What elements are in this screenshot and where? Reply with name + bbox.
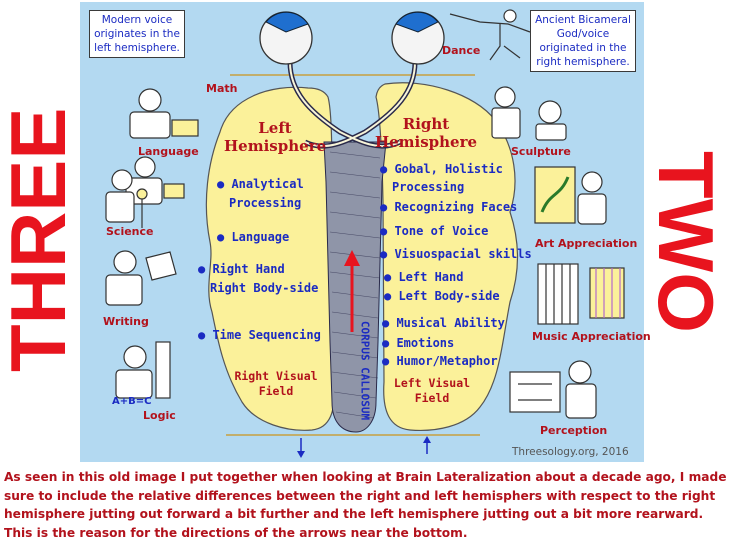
science-figure-icon [105,169,148,228]
left-hemisphere-title: Left Hemisphere [224,119,327,155]
label-perception: Perception [540,424,608,437]
side-word-two: TWO [642,151,730,333]
label-art-appreciation: Art Appreciation [535,237,638,250]
rh-recognizing-faces: ● Recognizing Faces [380,200,518,214]
left-eye [259,11,313,65]
rh-visual-field: Left Visual Field [393,376,471,405]
writing-figure-icon [105,250,177,306]
lh-processing: Processing [229,196,302,210]
label-writing: Writing [103,315,149,328]
lh-time-sequencing: ● Time Sequencing [198,328,321,342]
logic-figure-icon [115,341,171,399]
corpus-callosum-texture [329,151,381,419]
rh-global-holistic: ● Gobal, Holistic [380,162,503,176]
rh-left-hand: ● Left Hand [384,270,464,284]
label-language: Language [138,145,199,158]
left-hemisphere-shape [205,86,335,431]
lh-language: ● Language [217,230,290,244]
central-arrow-head [344,250,360,266]
rh-humor-metaphor: ● Humor/Metaphor [382,354,498,368]
right-hemisphere-title: Right Hemisphere [374,115,478,151]
music-appreciation-figure-icon [537,263,625,325]
label-formula: A+B=C [112,396,152,407]
rh-emotions: ● Emotions [382,336,455,350]
rh-tone-of-voice: ● Tone of Voice [380,224,489,238]
lh-right-hand: ● Right Hand [198,262,285,276]
callout-left-voice: Modern voice originates in the left hemi… [89,10,185,58]
watermark: Threesology.org, 2016 [512,446,629,458]
language-figure-icon [125,156,185,205]
diagram-panel: Modern voice originates in the left hemi… [80,2,651,462]
lh-right-body-side: Right Body-side [210,281,319,295]
caption-text: As seen in this old image I put together… [4,470,727,540]
side-word-three: THREE [0,107,82,372]
rh-left-body-side: ● Left Body-side [384,289,500,303]
label-science: Science [106,225,154,238]
label-logic: Logic [143,409,176,422]
rh-visuospacial: ● Visuospacial skills [380,247,532,261]
label-dance: Dance [442,44,481,57]
rh-processing: Processing [392,180,465,194]
label-math: Math [206,82,238,95]
callout-right-voice: Ancient Bicameral God/voice originated i… [530,10,636,72]
right-eye [391,11,445,65]
sculpture-figure-icon [491,86,567,141]
brain-diagram [105,9,625,458]
label-sculpture: Sculpture [511,145,571,158]
corpus-callosum-shape [323,141,387,433]
lh-analytical: ● Analytical [217,177,304,191]
lh-visual-field: Right Visual Field [234,369,318,398]
label-music-appreciation: Music Appreciation [532,330,651,343]
art-appreciation-figure-icon [534,166,607,225]
math-figure-icon [129,88,199,139]
rh-musical-ability: ● Musical Ability [382,316,505,330]
perception-figure-icon [509,360,597,419]
corpus-callosum-label: CORPUS CALLOSUM [358,320,372,421]
dance-figure-icon [449,9,531,61]
